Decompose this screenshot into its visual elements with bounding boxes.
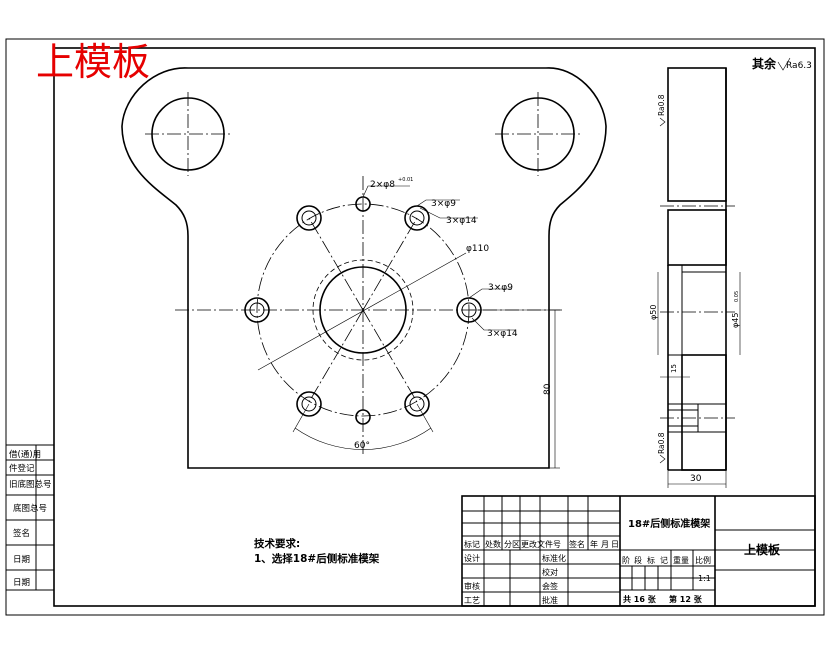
plate-outline	[121, 67, 607, 469]
tb-sheet-no: 第 12 张	[669, 594, 703, 604]
side-label-2: 件登记	[9, 463, 35, 474]
angle-arc	[294, 427, 432, 450]
surface-note-value: Ra6.3	[786, 61, 812, 71]
tb-h-docno: 更改文件号	[521, 539, 561, 549]
tb-stage-a: 阶	[622, 555, 630, 565]
dim-holes-small: 3×φ9	[431, 199, 456, 209]
tb-stage-d: 记	[660, 556, 668, 565]
surface-note: 其余	[752, 56, 777, 71]
tb-scale: 1:1	[698, 574, 711, 583]
tb-h-year: 年	[590, 539, 598, 549]
cbore-hole-left	[244, 297, 270, 323]
dim-bore-dia: φ50	[649, 305, 658, 320]
tb-part-name: 18#后侧标准模架	[628, 517, 710, 530]
tech-item-1: 1、选择18#后侧标准模架	[254, 552, 380, 565]
front-view: 2×φ8 +0.01 3×φ9 3×φ14 φ110 3×φ9 3×φ14 60…	[121, 67, 607, 469]
tb-scale-h: 比例	[695, 555, 711, 565]
cbore-hole-br	[404, 391, 430, 417]
central-bore	[319, 266, 407, 354]
tb-h-day: 日	[611, 540, 619, 549]
tb-r-review: 审核	[464, 581, 480, 591]
tb-h-count: 处数	[485, 539, 501, 549]
tb-r-process: 工艺	[464, 596, 480, 605]
section-view: φ50 φ45 0.05 15 30 Ra0.8 Ra0.8	[649, 67, 741, 488]
dowel-hole-bottom	[355, 409, 371, 425]
side-label-5: 签名	[13, 528, 30, 539]
dim-bore-step: φ45	[731, 313, 740, 328]
tb-r-std: 标准化	[542, 553, 566, 563]
dim-angle: 60°	[354, 441, 370, 451]
dim-pcd: φ110	[466, 244, 489, 254]
tb-r-check: 校对	[542, 567, 558, 577]
side-label-3: 旧底图总号	[9, 479, 52, 490]
cbore-hole-tl	[296, 205, 322, 231]
dim-height: 80	[543, 383, 553, 395]
dim-step-depth: 15	[670, 364, 678, 373]
tb-h-month: 月	[601, 540, 609, 549]
stamp-title: 上模板	[36, 40, 150, 84]
tb-h-zone: 分区	[504, 540, 520, 549]
side-registration-table: 借(通)用 件登记 旧底图总号 底图总号 签名 日期 日期	[5, 444, 55, 591]
inner-frame	[53, 47, 816, 607]
side-label-4: 底图总号	[13, 503, 47, 514]
pitch-circle	[256, 203, 470, 417]
tb-r-design: 设计	[464, 553, 480, 563]
tb-drawing-name: 上模板	[744, 542, 781, 557]
dim-holes-top-tol: +0.01	[398, 177, 413, 183]
dim-thickness: 30	[690, 474, 702, 484]
dim-holes-cbore: 3×φ14	[446, 216, 477, 226]
tb-stage-b: 段	[634, 555, 642, 565]
dim-bore-step-tol: 0.05	[734, 291, 740, 302]
side-label-6: 日期	[13, 555, 30, 565]
cbore-hole-bl	[296, 391, 322, 417]
roughness-side-bottom: Ra0.8	[657, 432, 666, 454]
dim-holes-top: 2×φ8	[370, 180, 395, 190]
dim-holes-cbore-2: 3×φ14	[487, 329, 518, 339]
tb-stage-c: 标	[647, 555, 655, 565]
side-label-7: 日期	[13, 578, 30, 588]
bore-step-hidden	[312, 259, 414, 361]
roughness-side-top: Ra0.8	[657, 94, 666, 116]
tb-r-cm: 会签	[542, 581, 558, 591]
tb-sheets-total: 共 16 张	[623, 594, 657, 604]
title-block: 标记 处数 分区 更改文件号 签名 年 月 日 设计 标准化 校对 审核 会签 …	[461, 495, 816, 607]
tb-h-mark: 标记	[464, 539, 480, 549]
tech-title: 技术要求:	[254, 537, 300, 550]
tb-h-sign: 签名	[569, 539, 585, 549]
tb-r-approve: 批准	[542, 595, 558, 605]
side-label-1: 借(通)用	[9, 449, 41, 460]
outer-frame	[5, 38, 825, 616]
tb-weight: 重量	[673, 555, 689, 565]
dim-holes-small-2: 3×φ9	[488, 283, 513, 293]
